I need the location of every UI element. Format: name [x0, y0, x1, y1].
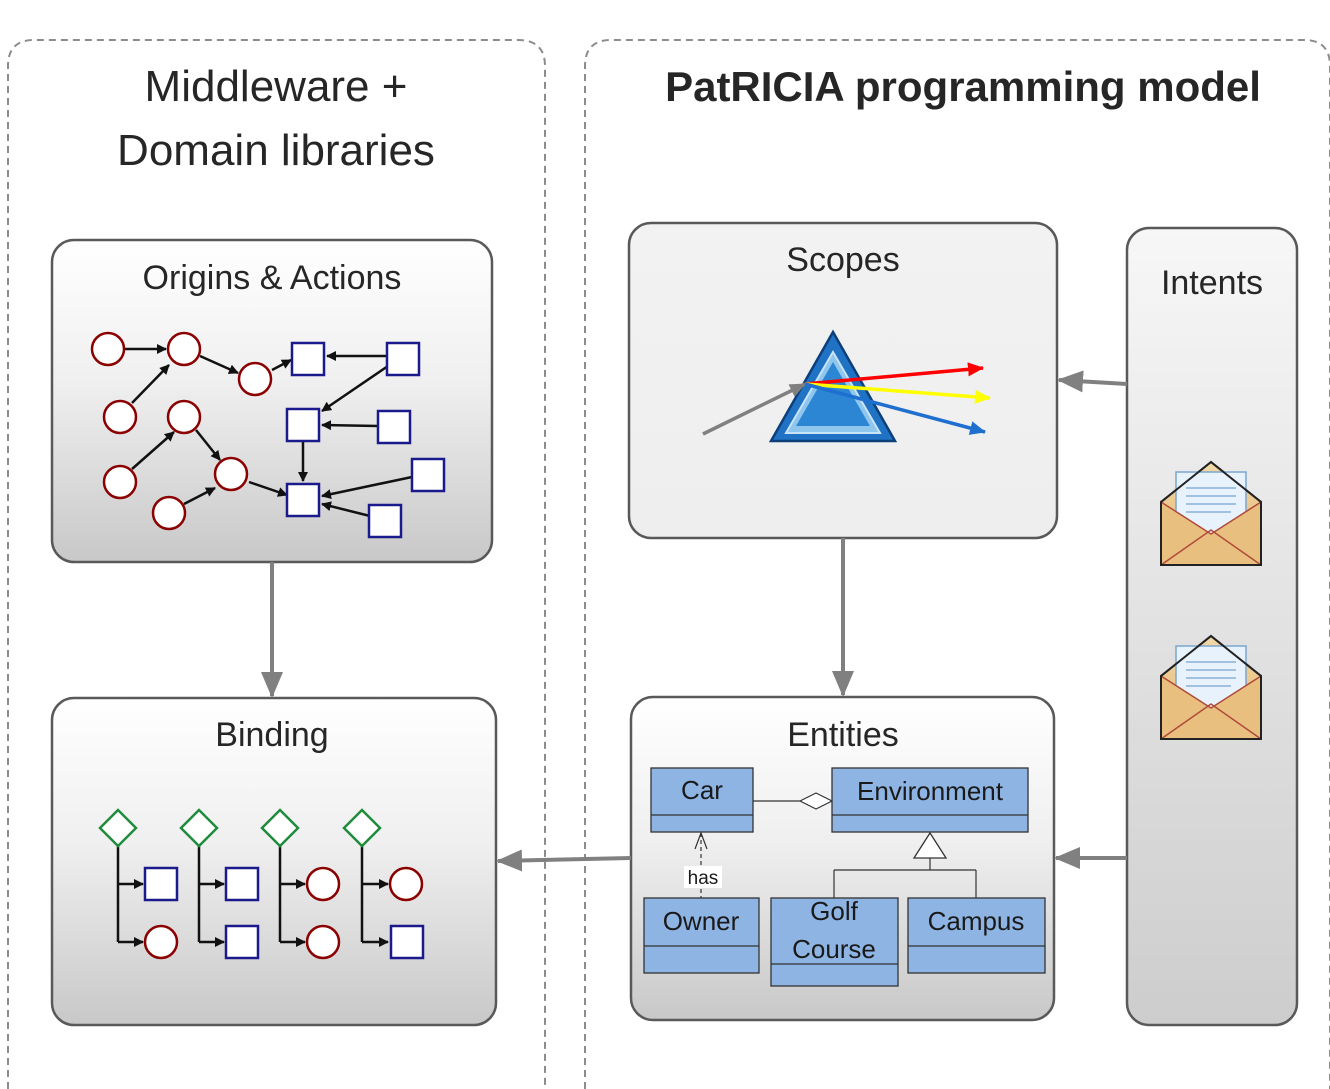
origin-node: [166, 399, 202, 435]
binding-graph: [98, 808, 425, 960]
connector-arrows: [261, 370, 1128, 872]
uml-class-diagram: has Car Environment Owner Golf Course Ca…: [643, 767, 1046, 987]
action-node: [367, 503, 403, 539]
action-node: [389, 924, 425, 960]
binding-label: Binding: [215, 716, 328, 754]
golf-course-label-line2: Course: [792, 934, 876, 964]
origin-node: [388, 866, 424, 902]
binding-diamond: [342, 808, 382, 848]
scopes-label: Scopes: [786, 241, 899, 279]
origins-actions-label: Origins & Actions: [143, 259, 402, 297]
action-node: [290, 341, 326, 377]
action-node: [410, 457, 446, 493]
action-node: [143, 866, 179, 902]
owner-label: Owner: [663, 906, 740, 936]
entities-label: Entities: [787, 716, 899, 754]
origin-node: [102, 399, 138, 435]
left-panel-title-line2: Domain libraries: [117, 126, 435, 175]
right-panel-title: PatRICIA programming model: [665, 63, 1261, 110]
left-panel-border: [7, 39, 546, 1089]
arrow-entities-to-binding: [496, 849, 632, 872]
action-nodes: [285, 341, 446, 539]
origin-node: [305, 866, 341, 902]
action-node: [376, 409, 412, 445]
left-panel-title-line1: Middleware +: [145, 62, 408, 111]
has-label: has: [688, 868, 719, 889]
environment-label: Environment: [857, 776, 1004, 806]
origin-node: [102, 464, 138, 500]
uml-class-campus: [907, 897, 1046, 974]
uml-class-owner: [643, 897, 760, 974]
envelope-icon: [1160, 634, 1262, 740]
binding-diamond: [179, 808, 219, 848]
uml-class-environment: [831, 767, 1029, 833]
origin-nodes: [90, 331, 273, 531]
action-node: [224, 924, 260, 960]
action-node: [224, 866, 260, 902]
intents-box: [1125, 226, 1299, 1027]
uml-class-car: [650, 767, 754, 833]
golf-course-label-line1: Golf: [810, 896, 858, 926]
uml-class-golf-course: [770, 897, 899, 987]
right-panel-border: [584, 39, 1330, 1089]
car-label: Car: [681, 775, 723, 805]
prism-icon: [702, 329, 991, 443]
envelope-icon: [1160, 460, 1262, 566]
action-node: [385, 341, 421, 377]
origin-node: [151, 495, 187, 531]
intents-label: Intents: [1161, 264, 1263, 302]
origin-node: [305, 924, 341, 960]
binding-diamond: [260, 808, 300, 848]
origin-node: [90, 331, 126, 367]
origin-node: [213, 456, 249, 492]
arrow-intents-to-scopes: [1057, 370, 1128, 393]
binding-diamond: [98, 808, 138, 848]
origin-node: [166, 331, 202, 367]
origins-actions-graph: [125, 344, 413, 518]
origin-node: [237, 361, 273, 397]
campus-label: Campus: [928, 906, 1025, 936]
action-node: [285, 482, 321, 518]
action-node: [285, 407, 321, 443]
origin-node: [143, 924, 179, 960]
